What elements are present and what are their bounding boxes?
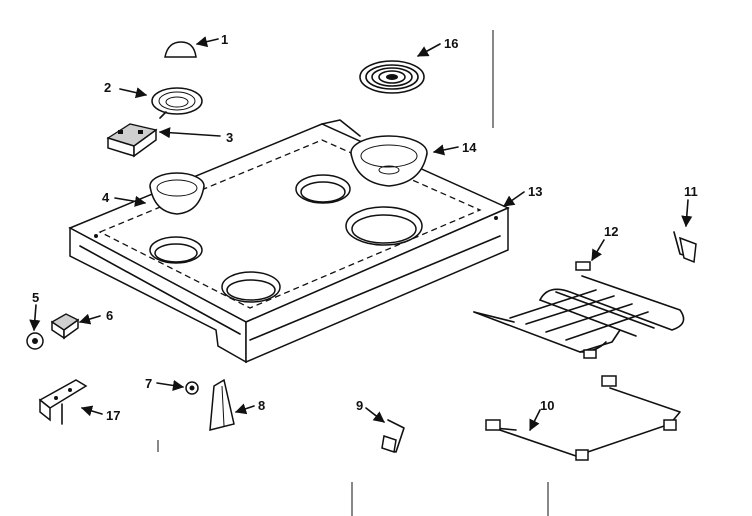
callout-9: 9 [356,398,363,413]
element-part-10 [485,375,681,461]
callout-7: 7 [145,376,152,391]
burner-ring-part-16 [359,60,425,94]
callout-2: 2 [104,80,111,95]
nut-part-5 [26,332,44,350]
connector-part-6 [50,313,80,340]
clip-part-11 [673,231,697,264]
callout-14: 14 [462,140,477,155]
callout-10: 10 [540,398,554,413]
callout-11: 11 [684,184,698,199]
leg-part-8 [209,378,235,431]
drip-bowl-part-4 [149,172,205,215]
grommet-part-7 [185,381,199,395]
callout-4: 4 [102,190,110,205]
callout-8: 8 [258,398,265,413]
burner-bowl-part-2 [151,87,203,119]
knob-cap-part-1 [164,41,197,58]
cooktop-part-13 [68,119,510,364]
callout-1: 1 [221,32,228,47]
callout-labels: 1 2 3 4 5 6 7 8 9 10 11 12 13 14 16 17 [32,32,698,423]
callout-12: 12 [604,224,618,239]
element-part-12 [473,261,685,359]
callout-5: 5 [32,290,39,305]
callout-16: 16 [444,36,458,51]
page-edge-marks [157,30,549,516]
callout-17: 17 [106,408,120,423]
drip-bowl-part-14 [350,135,428,187]
callout-13: 13 [528,184,542,199]
bracket-part-17 [38,379,88,425]
callout-arrows [29,36,693,432]
switch-block-part-3 [106,123,158,158]
clip-part-9 [381,419,405,453]
callout-3: 3 [226,130,233,145]
callout-6: 6 [106,308,113,323]
